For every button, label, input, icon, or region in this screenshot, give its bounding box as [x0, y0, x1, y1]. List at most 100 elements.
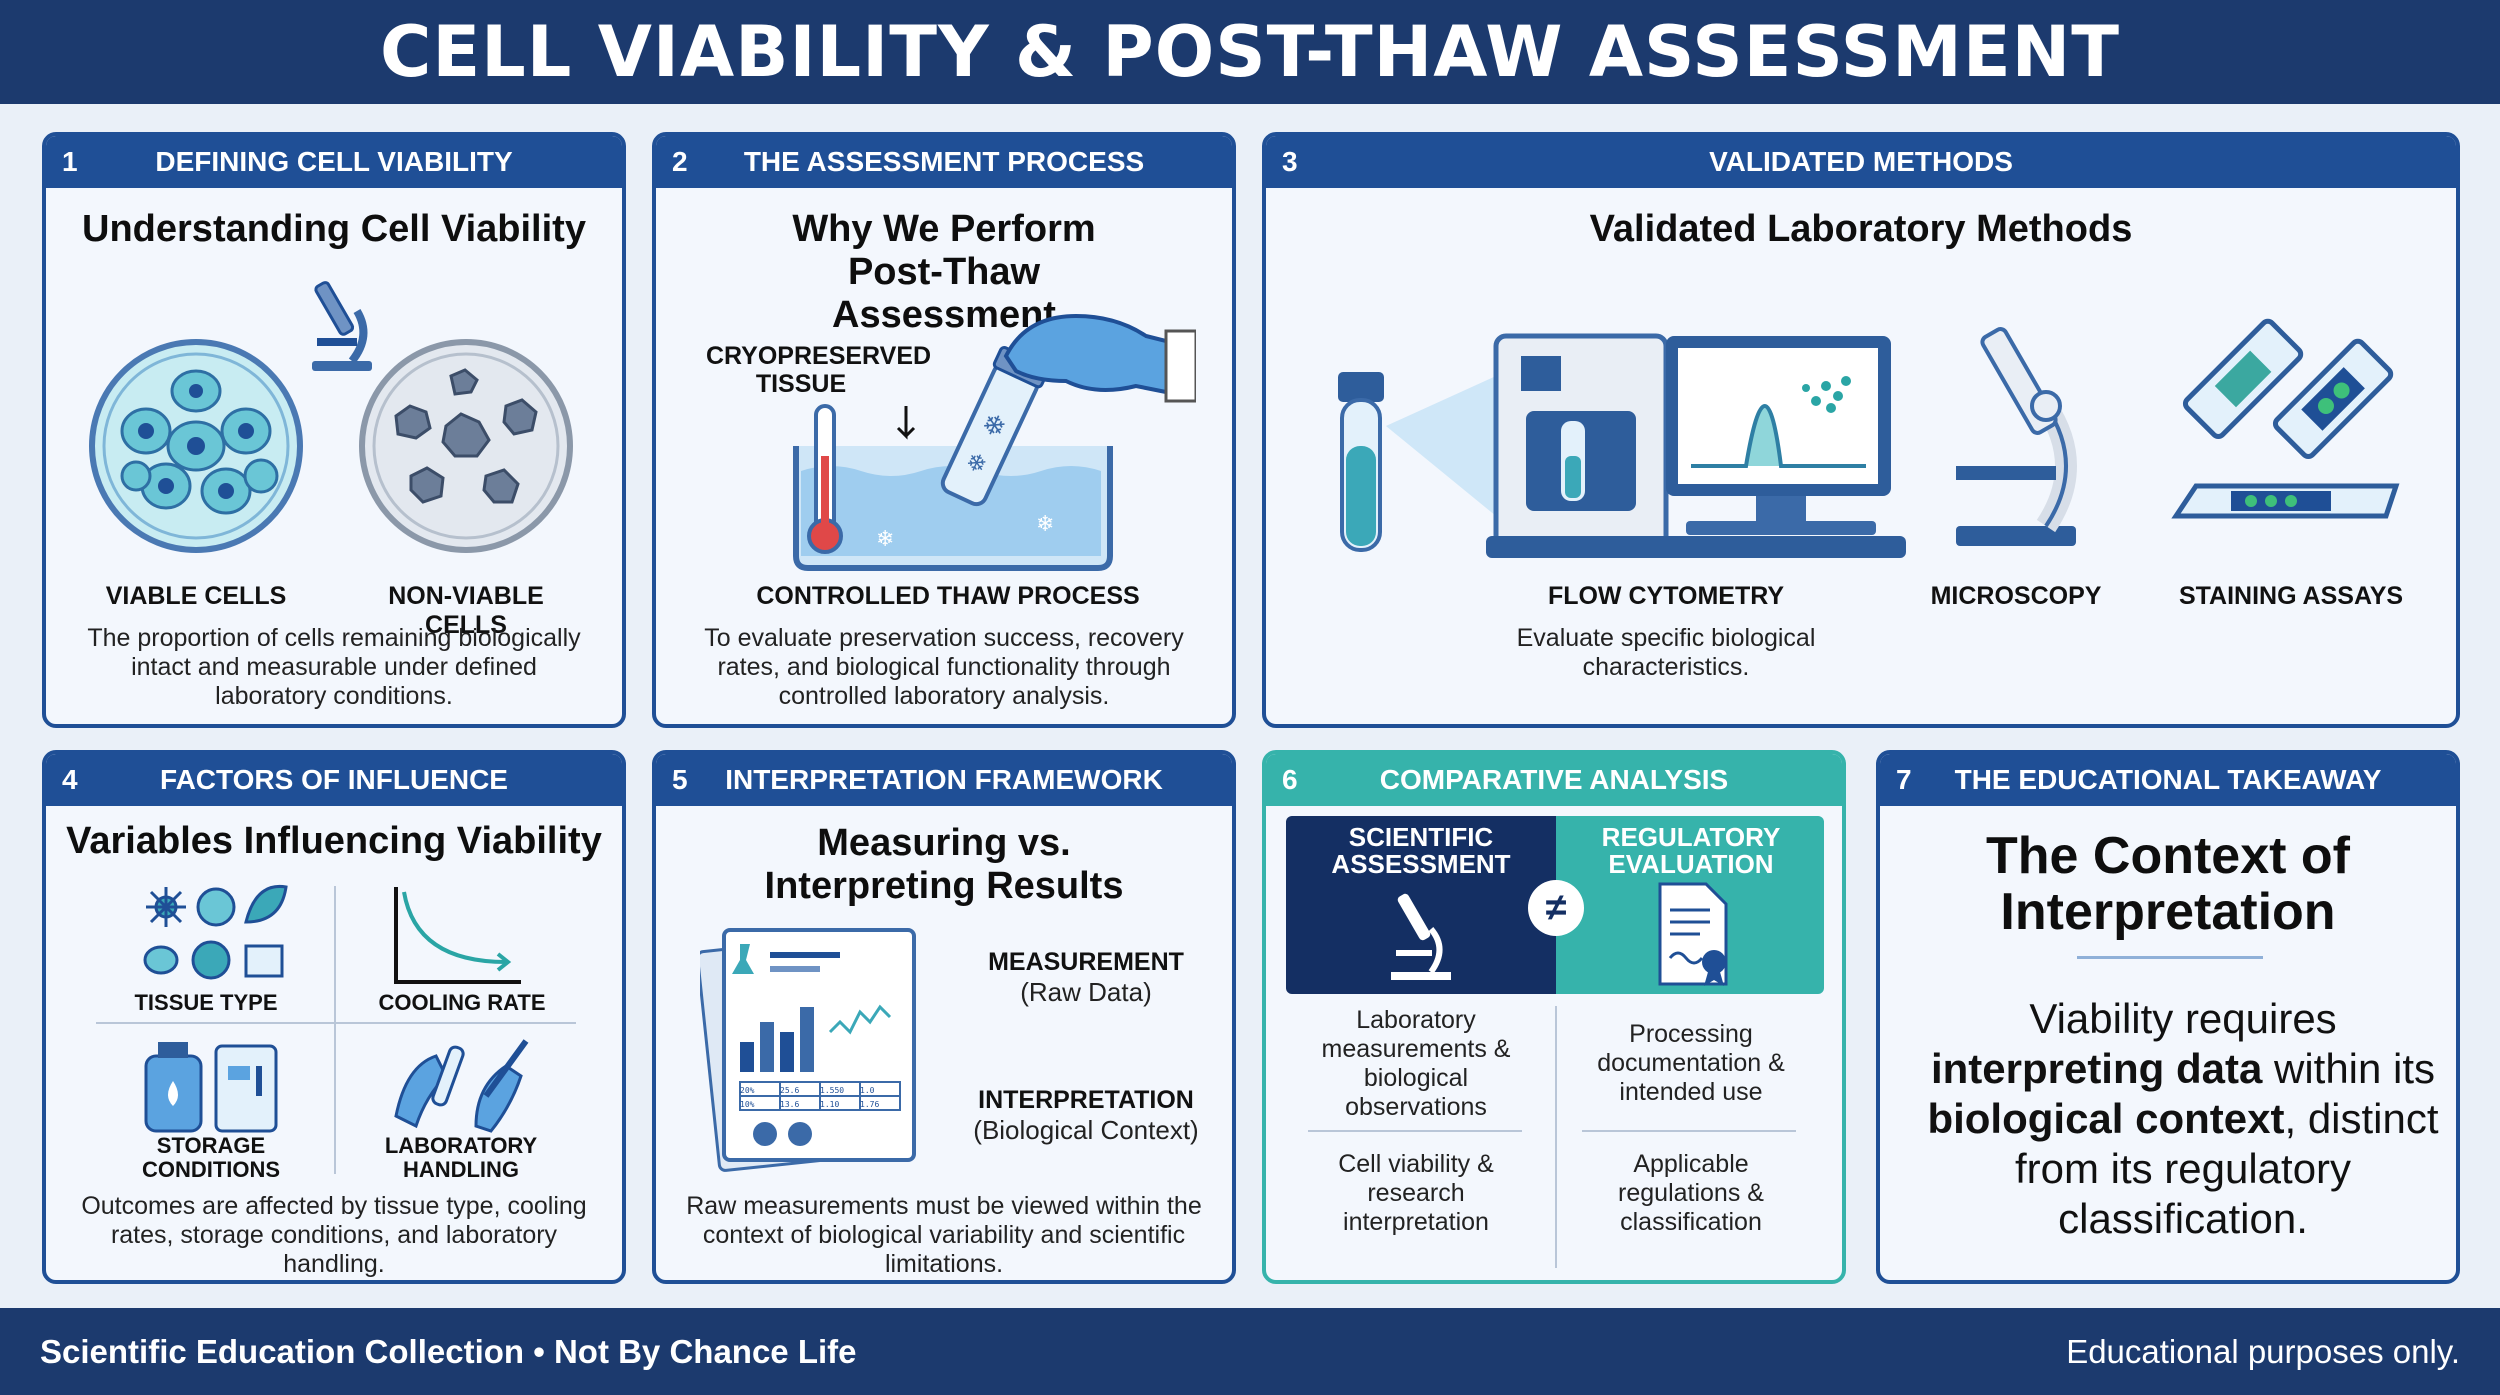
viable-cells-dish-icon: [89, 339, 303, 553]
label-viable-cells: VIABLE CELLS: [105, 582, 287, 610]
footer-bar: Scientific Education Collection • Not By…: [0, 1308, 2500, 1395]
card-educational-takeaway: 7 THE EDUCATIONAL TAKEAWAY The Context of…: [1876, 750, 2460, 1284]
divider: [1555, 1006, 1557, 1268]
card-factors-of-influence: 4 FACTORS OF INFLUENCE Variables Influenc…: [42, 750, 626, 1284]
label-cooling-rate: COOLING RATE: [378, 990, 546, 1015]
microscope-icon: [312, 281, 372, 371]
takeaway-text: Viability requires interpreting data wit…: [1920, 994, 2446, 1244]
divider: [334, 886, 336, 1174]
not-equal-badge: ≠: [1528, 880, 1584, 936]
regulatory-evaluation-heading: REGULATORY EVALUATION: [1601, 822, 1781, 879]
test-tube-icon: [1338, 372, 1384, 552]
data-table: 20% 25.6 1.550 1.0 10% 13.6 1.10 1.76: [740, 1084, 900, 1112]
card-heading: COMPARATIVE ANALYSIS: [1379, 764, 1729, 795]
scientific-assessment-heading: SCIENTIFIC ASSESSMENT: [1331, 822, 1511, 879]
card-title: Variables Influencing Viability: [66, 820, 602, 862]
divider: [2077, 956, 2263, 959]
footer-disclaimer: Educational purposes only.: [2066, 1332, 2460, 1370]
non-viable-cells-dish-icon: [359, 339, 573, 553]
regulatory-point-2: Applicable regulations & classification: [1618, 1150, 1764, 1236]
card-heading: THE EDUCATIONAL TAKEAWAY: [1954, 764, 2382, 795]
takeaway-emphasis: biological context: [1927, 1095, 2285, 1142]
scientific-point-2: Cell viability & research interpretation: [1338, 1150, 1494, 1236]
card-body: Raw measurements must be viewed within t…: [686, 1192, 1202, 1278]
header-bar: CELL VIABILITY & POST-THAW ASSESSMENT: [0, 0, 2500, 104]
takeaway-part: within its: [2262, 1045, 2436, 1092]
svg-text:❄: ❄: [876, 527, 894, 552]
measurement-title: MEASUREMENT: [988, 948, 1184, 976]
card-body: The proportion of cells remaining biolog…: [87, 624, 581, 710]
table-cell: 1.10: [820, 1100, 840, 1109]
label-storage-conditions: STORAGE CONDITIONS: [141, 1133, 281, 1182]
not-equal-symbol: ≠: [1545, 886, 1567, 929]
card-title: Validated Laboratory Methods: [1589, 208, 2133, 250]
card-heading: VALIDATED METHODS: [1709, 146, 2013, 177]
table-cell: 1.0: [860, 1086, 875, 1095]
card-header: 6 COMPARATIVE ANALYSIS: [1266, 754, 1842, 806]
label-laboratory-handling: LABORATORY HANDLING: [384, 1133, 538, 1182]
label-microscopy: MICROSCOPY: [1930, 582, 2102, 610]
card-header: 7 THE EDUCATIONAL TAKEAWAY: [1880, 754, 2456, 806]
card-number: 5: [672, 764, 688, 795]
scientific-assessment-panel: [1286, 816, 1556, 994]
thaw-bath-icon: ❄ ❄ ❄ ❄: [793, 313, 1196, 571]
takeaway-part: , distinct from its regulatory classific…: [2014, 1095, 2439, 1242]
card-number: 7: [1896, 764, 1912, 795]
card-interpretation-framework: 5 INTERPRETATION FRAMEWORK Measuring vs. …: [652, 750, 1236, 1284]
takeaway-emphasis: interpreting data: [1930, 1045, 2263, 1092]
interpretation-subtitle: (Biological Context): [973, 1115, 1199, 1145]
storage-conditions-icon: [144, 1042, 278, 1133]
card-heading: THE ASSESSMENT PROCESS: [743, 146, 1145, 177]
scientific-point-1: Laboratory measurements & biological obs…: [1321, 1006, 1511, 1121]
card-title: Understanding Cell Viability: [82, 208, 586, 250]
label-staining-assays: STAINING ASSAYS: [2178, 582, 2404, 610]
label-flow-cytometry: FLOW CYTOMETRY: [1547, 582, 1785, 610]
label-non-viable-cells: NON-VIABLE CELLS: [388, 582, 544, 639]
card-title: Why We Perform Post-Thaw Assessment: [792, 208, 1096, 336]
certificate-document-icon: [1658, 882, 1728, 986]
regulatory-point-1: Processing documentation & intended use: [1597, 1020, 1785, 1106]
measurement-subtitle: (Raw Data): [1020, 977, 1152, 1007]
footer-credit: Scientific Education Collection • Not By…: [40, 1332, 857, 1370]
card-defining-viability: 1 DEFINING CELL VIABILITY Understanding C…: [42, 132, 626, 728]
table-cell: 1.550: [820, 1086, 845, 1095]
laboratory-handling-icon: [394, 1039, 529, 1133]
microscope-icon: [1391, 893, 1451, 980]
staining-slides-icon: [2171, 318, 2400, 519]
card-title: Measuring vs. Interpreting Results: [764, 822, 1124, 907]
divider: [96, 1022, 576, 1024]
card-number: 1: [62, 146, 78, 177]
takeaway-part: Viability requires: [2029, 995, 2337, 1042]
svg-text:❄: ❄: [1036, 512, 1054, 537]
card-heading: DEFINING CELL VIABILITY: [155, 146, 513, 177]
card-body: To evaluate preservation success, recove…: [704, 624, 1184, 710]
card-header: 1 DEFINING CELL VIABILITY: [46, 136, 622, 188]
page-title: CELL VIABILITY & POST-THAW ASSESSMENT: [379, 11, 2120, 93]
card-title: The Context of Interpretation: [1986, 827, 2350, 941]
interpretation-title: INTERPRETATION: [978, 1086, 1194, 1114]
card-heading: FACTORS OF INFLUENCE: [160, 764, 508, 795]
table-cell: 10%: [740, 1100, 755, 1109]
card-number: 2: [672, 146, 688, 177]
tissue-type-icon: [143, 884, 288, 980]
report-document-icon: [700, 928, 916, 1172]
table-cell: 20%: [740, 1086, 755, 1095]
cryopreserved-tissue-callout: CRYOPRESERVED TISSUE: [706, 342, 932, 398]
card-body: Outcomes are affected by tissue type, co…: [81, 1192, 587, 1278]
card-header: 2 THE ASSESSMENT PROCESS: [656, 136, 1232, 188]
card-assessment-process: 2 THE ASSESSMENT PROCESS Why We Perform P…: [652, 132, 1236, 728]
card-number: 6: [1282, 764, 1298, 795]
card-body: Evaluate specific biological characteris…: [1516, 624, 1816, 681]
card-number: 4: [62, 764, 78, 795]
flow-cytometer-icon: [1386, 333, 1906, 558]
label-tissue-type: TISSUE TYPE: [134, 990, 278, 1015]
card-header: 4 FACTORS OF INFLUENCE: [46, 754, 622, 806]
card-comparative-analysis: 6 COMPARATIVE ANALYSIS SCIENTIFIC ASSESSM…: [1262, 750, 1846, 1284]
table-cell: 13.6: [780, 1100, 800, 1109]
divider: [1308, 1130, 1522, 1132]
card-heading: INTERPRETATION FRAMEWORK: [725, 764, 1163, 795]
microscope-icon: [1956, 327, 2077, 546]
divider: [1582, 1130, 1796, 1132]
